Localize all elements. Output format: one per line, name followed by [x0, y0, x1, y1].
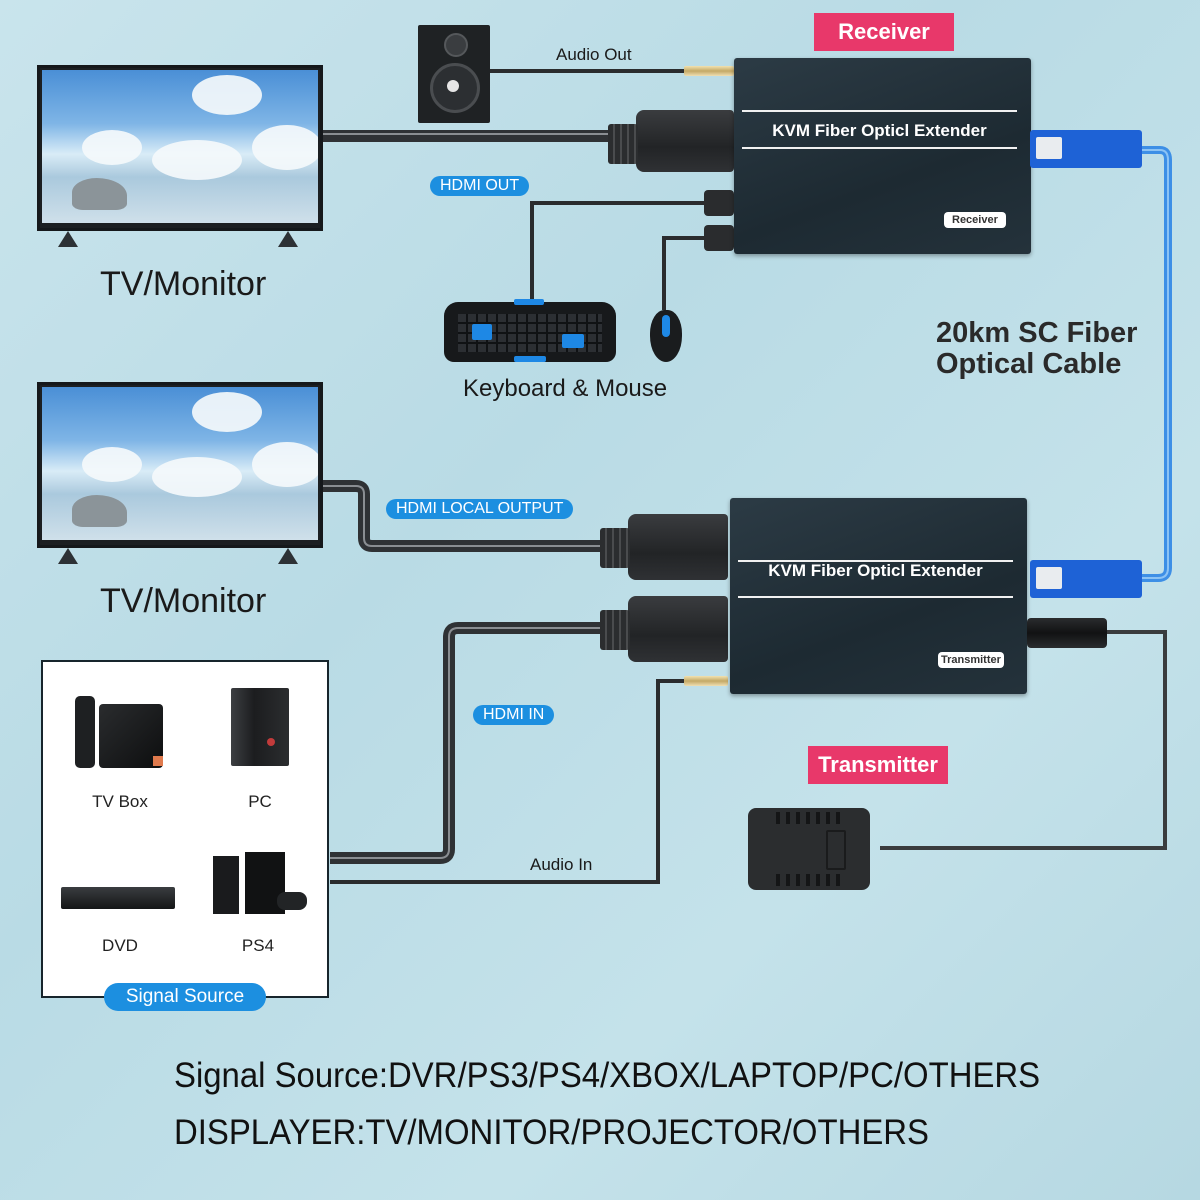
- audio-in-cable: [330, 679, 686, 884]
- tv-box-icon: [75, 696, 165, 768]
- receiver-badge: Receiver: [814, 13, 954, 51]
- fiber-cable-label-line1: 20km SC Fiber: [936, 317, 1138, 349]
- power-cable: [880, 630, 1167, 850]
- tv-screen: [42, 70, 318, 223]
- hdmi-plug-input: [600, 596, 728, 662]
- source-label: DVD: [102, 936, 138, 955]
- tv-monitor-label: TV/Monitor: [100, 265, 267, 303]
- tv-stand-left: [58, 231, 78, 247]
- audio-in-label: Audio In: [530, 855, 593, 874]
- mouse-icon: [650, 310, 682, 362]
- tv-stand-left: [58, 548, 78, 564]
- audio-out-label: Audio Out: [556, 45, 632, 64]
- receiver-device: KVM Fiber Opticl Extender Receiver: [734, 58, 1031, 254]
- tv-stand-right: [278, 548, 298, 564]
- source-label: TV Box: [92, 792, 148, 811]
- signal-source-pill: Signal Source: [104, 983, 266, 1011]
- tv-stand-right: [278, 231, 298, 247]
- transmitter-badge: Transmitter: [808, 746, 948, 784]
- keyboard-mouse-label: Keyboard & Mouse: [463, 375, 668, 402]
- receiver-device-title: KVM Fiber Opticl Extender: [772, 121, 987, 140]
- fiber-cable-label-line2: Optical Cable: [936, 348, 1122, 380]
- speaker-icon: [418, 25, 490, 123]
- keyboard-icon: [444, 299, 616, 362]
- footer-signal-source: Signal Source:DVR/PS3/PS4/XBOX/LAPTOP/PC…: [174, 1056, 1041, 1095]
- tv-monitor-bottom: [37, 382, 323, 548]
- audio-out-jack: [684, 66, 734, 76]
- hdmi-plug-receiver: [608, 110, 734, 172]
- audio-in-jack: [684, 676, 728, 686]
- power-jack: [1027, 618, 1107, 648]
- sc-connector-receiver: [1030, 130, 1142, 168]
- hdmi-in-bubble: HDMI IN: [473, 705, 555, 725]
- signal-source-panel: TV Box PC DVD PS4: [41, 660, 329, 998]
- hdmi-plug-local-output: [600, 514, 728, 580]
- hdmi-out-bubble: HDMI OUT: [430, 176, 530, 196]
- tv-monitor-top: [37, 65, 323, 231]
- receiver-device-tag: Receiver: [944, 212, 1006, 228]
- hdmi-local-output-cable: [322, 480, 600, 552]
- transmitter-device-tag: Transmitter: [938, 652, 1004, 668]
- fiber-cable-label: 20km SC Fiber Optical Cable: [936, 318, 1137, 380]
- keyboard-cable: [530, 201, 705, 300]
- footer-displayer: DISPLAYER:TV/MONITOR/PROJECTOR/OTHERS: [174, 1113, 929, 1152]
- fiber-optic-cable: [1140, 146, 1172, 582]
- hdmi-out-cable: [322, 130, 610, 142]
- power-adapter-icon: [748, 808, 870, 890]
- mouse-cable: [662, 236, 705, 310]
- tv-monitor-label: TV/Monitor: [100, 582, 267, 620]
- pc-tower-icon: [231, 688, 289, 766]
- game-console-icon: [213, 852, 309, 916]
- transmitter-device-title: KVM Fiber Opticl Extender: [768, 561, 983, 580]
- sc-connector-transmitter: [1030, 560, 1142, 598]
- usb-plug-keyboard: [704, 190, 734, 216]
- hdmi-in-cable: [330, 622, 600, 864]
- usb-plug-mouse: [704, 225, 734, 251]
- source-label: PC: [248, 792, 272, 811]
- hdmi-local-output-bubble: HDMI LOCAL OUTPUT: [386, 499, 574, 519]
- source-label: PS4: [241, 936, 275, 955]
- transmitter-device: KVM Fiber Opticl Extender Transmitter: [730, 498, 1027, 694]
- dvd-player-icon: [61, 887, 175, 909]
- tv-screen: [42, 387, 318, 540]
